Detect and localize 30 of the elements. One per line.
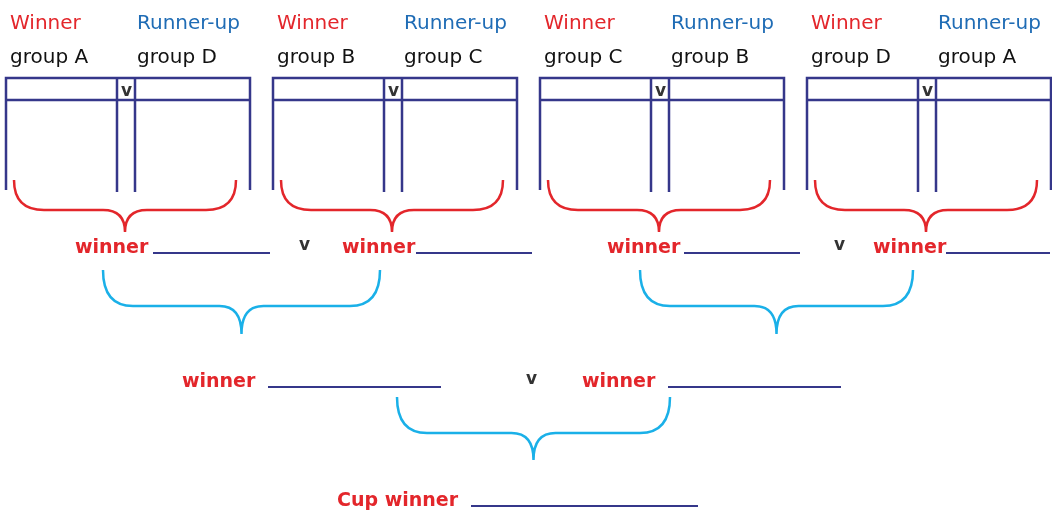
column-heading: Runner-up — [938, 10, 1041, 34]
versus-label: v — [388, 80, 400, 100]
versus-label: v — [834, 234, 846, 254]
group-label: group C — [404, 44, 483, 68]
group-label: group B — [277, 44, 356, 68]
group-label: group A — [10, 44, 89, 68]
column-heading: Runner-up — [671, 10, 774, 34]
winner-label: winner — [342, 234, 416, 258]
versus-label: v — [526, 368, 538, 388]
column-heading: Winner — [10, 10, 81, 34]
column-heading: Runner-up — [404, 10, 507, 34]
winner-label: Cup winner — [337, 487, 459, 511]
group-label: group D — [811, 44, 891, 68]
group-label: group D — [137, 44, 217, 68]
group-label: group A — [938, 44, 1017, 68]
versus-label: v — [922, 80, 934, 100]
winner-label: winner — [607, 234, 681, 258]
versus-label: v — [299, 234, 311, 254]
group-label: group B — [671, 44, 750, 68]
column-heading: Winner — [811, 10, 882, 34]
column-heading: Winner — [277, 10, 348, 34]
winner-label: winner — [182, 368, 256, 392]
column-heading: Winner — [544, 10, 615, 34]
versus-label: v — [655, 80, 667, 100]
versus-label: v — [121, 80, 133, 100]
winner-label: winner — [873, 234, 947, 258]
winner-label: winner — [582, 368, 656, 392]
column-heading: Runner-up — [137, 10, 240, 34]
winner-label: winner — [75, 234, 149, 258]
group-label: group C — [544, 44, 623, 68]
